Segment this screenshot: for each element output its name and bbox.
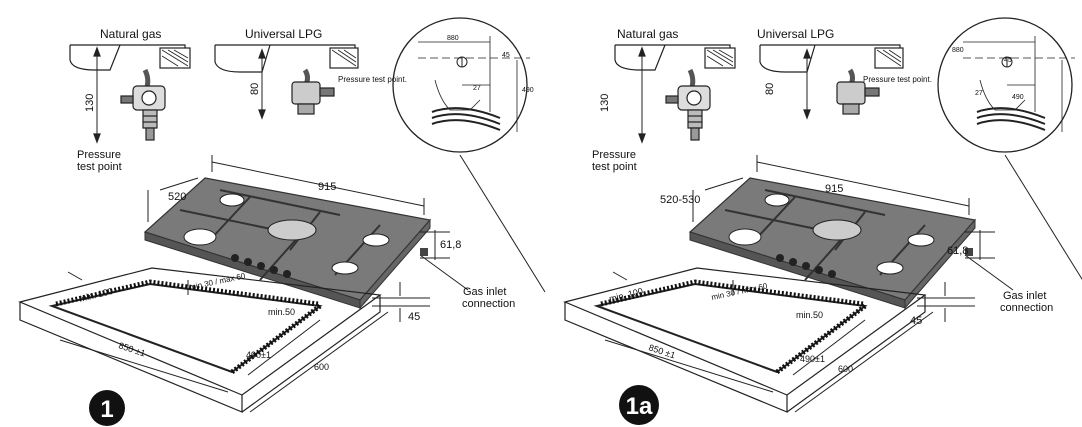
panel-1a-labels: Natural gas Universal LPG Pressure test … xyxy=(592,27,1053,425)
min-50-label: min.50 xyxy=(268,307,295,317)
figure-badge-1-text: 1 xyxy=(100,396,113,423)
dim-45-label: 45 xyxy=(910,315,922,327)
detail-490-label: 490 xyxy=(1012,94,1024,101)
gas-inlet-line1: Gas inlet xyxy=(1003,290,1046,302)
pressure-test-point-small-label: Pressure test point. xyxy=(338,75,407,84)
width-915-label: 915 xyxy=(318,181,336,193)
panel-1 xyxy=(20,18,545,412)
pressure-label-line2: test point xyxy=(592,161,637,173)
detail-490-label: 490 xyxy=(522,87,534,94)
detail-45-label: 45 xyxy=(502,52,510,59)
pressure-label-line1: Pressure xyxy=(592,149,636,161)
figure-badge-1 xyxy=(89,390,125,426)
detail-880-label: 880 xyxy=(952,47,964,54)
min-100-label: min. 100 xyxy=(78,286,114,304)
pressure-label-line1: Pressure xyxy=(77,149,121,161)
universal-lpg-label: Universal LPG xyxy=(757,27,834,41)
dim-600-label: 600 xyxy=(314,362,329,372)
dim-600-label: 600 xyxy=(838,364,853,374)
width-915-label: 915 xyxy=(825,183,843,195)
min-100-label: min. 100 xyxy=(608,286,644,304)
detail-27-label: 27 xyxy=(473,85,481,92)
dim-130-label: 130 xyxy=(599,94,611,112)
cutout-490-label: 490±1 xyxy=(246,350,271,360)
natural-gas-label: Natural gas xyxy=(617,27,678,41)
dim-61-8-label: 61,8 xyxy=(947,245,968,257)
pressure-test-point-small-label: Pressure test point. xyxy=(863,75,932,84)
detail-27-label: 27 xyxy=(975,90,983,97)
dim-130-label: 130 xyxy=(84,94,96,112)
min-50-label: min.50 xyxy=(796,310,823,320)
pressure-label-line2: test point xyxy=(77,161,122,173)
cutout-490-label: 490±1 xyxy=(800,354,825,364)
dim-45-label: 45 xyxy=(408,311,420,323)
cutout-850-label: 850 ±1 xyxy=(117,340,146,358)
depth-label: 520-530 xyxy=(660,194,700,206)
figure-badge-1a-text: 1a xyxy=(626,393,653,420)
dim-80-label: 80 xyxy=(249,83,261,95)
detail-880-label: 880 xyxy=(447,35,459,42)
panel-1-labels: Natural gas Universal LPG Pressure test … xyxy=(77,27,534,426)
gas-inlet-line2: connection xyxy=(1000,302,1053,314)
gas-inlet-line2: connection xyxy=(462,298,515,310)
depth-label: 520 xyxy=(168,191,186,203)
detail-45-label: 45 xyxy=(1004,57,1012,64)
figure-badge-1a xyxy=(619,385,659,425)
gas-inlet-line1: Gas inlet xyxy=(463,286,506,298)
panel-1a xyxy=(565,18,1082,412)
dim-80-label: 80 xyxy=(764,83,776,95)
universal-lpg-label: Universal LPG xyxy=(245,27,322,41)
natural-gas-label: Natural gas xyxy=(100,27,161,41)
dim-61-8-label: 61,8 xyxy=(440,239,461,251)
